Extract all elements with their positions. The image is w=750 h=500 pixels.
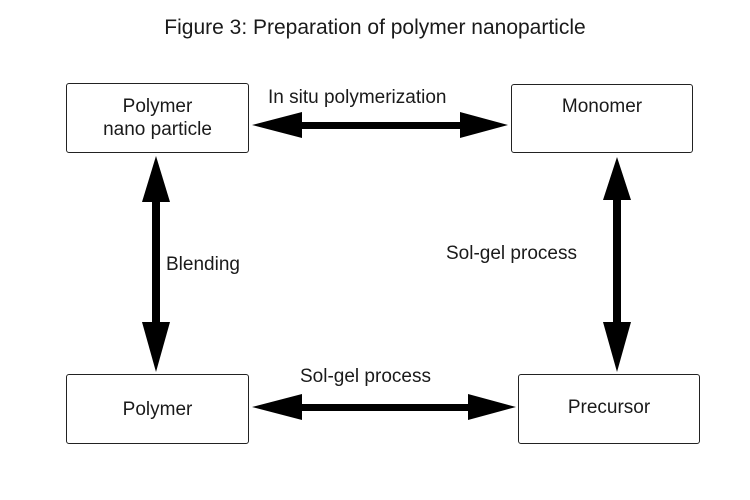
edge-label-blending: Blending — [166, 254, 240, 275]
edge-label-sol-gel-right: Sol-gel process — [446, 243, 577, 264]
node-monomer-label: Monomer — [561, 96, 643, 117]
node-polymer-nanoparticle-label: Polymer nano particle — [103, 96, 212, 140]
arrow-left — [142, 156, 170, 372]
edge-label-sol-gel-bottom: Sol-gel process — [300, 366, 431, 387]
arrow-top — [252, 112, 508, 138]
node-precursor-label: Precursor — [567, 396, 651, 418]
arrow-bottom — [252, 394, 516, 420]
arrow-right — [603, 157, 631, 372]
edge-label-in-situ-polymerization: In situ polymerization — [268, 87, 447, 108]
node-polymer: Polymer — [66, 374, 249, 444]
node-polymer-label: Polymer — [122, 398, 193, 420]
figure-title: Figure 3: Preparation of polymer nanopar… — [164, 16, 586, 39]
node-polymer-nanoparticle: Polymer nano particle — [66, 83, 249, 153]
node-precursor: Precursor — [518, 374, 700, 444]
node-monomer: Monomer — [511, 84, 693, 153]
